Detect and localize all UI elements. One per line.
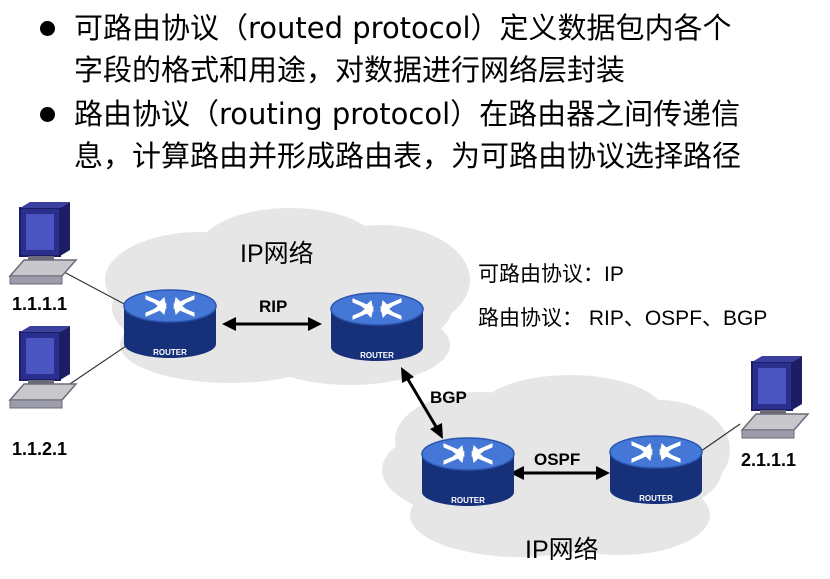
computer-icon: [741, 355, 809, 439]
bullet-text: 路由协议（routing protocol）在路由器之间传递信 息，计算路由并形…: [74, 93, 814, 177]
router-1: ROUTER: [123, 289, 217, 359]
host-label-3: 2.1.1.1: [741, 450, 796, 470]
arrow-bgp: [401, 367, 443, 439]
router-label: ROUTER: [639, 494, 673, 503]
link-label-ospf: OSPF: [534, 450, 580, 469]
bullet-dot-icon: [40, 21, 55, 36]
bullet-line: 息，计算路由并形成路由表，为可路由协议选择路径: [74, 139, 742, 173]
bullet-text: 可路由协议（routed protocol）定义数据包内各个 字段的格式和用途，…: [74, 7, 814, 91]
cloud-bottom-label: IP网络: [525, 536, 599, 564]
computer-icon: [9, 201, 77, 285]
link-host2-router: [63, 341, 133, 389]
router-label: ROUTER: [153, 348, 187, 357]
bullet-line: 路由协议（routing protocol）在路由器之间传递信: [74, 97, 741, 131]
arrow-rip: [222, 317, 322, 331]
routing-protocol-note: 路由协议： RIP、OSPF、BGP: [478, 307, 767, 330]
bullet-dot-icon: [40, 107, 55, 122]
routed-protocol-note: 可路由协议：IP: [478, 263, 624, 286]
computer-icon: [9, 325, 77, 409]
link-host1-router: [63, 271, 129, 307]
router-label: ROUTER: [360, 351, 394, 360]
bullet-line: 字段的格式和用途，对数据进行网络层封装: [74, 53, 626, 87]
cloud-top-label: IP网络: [240, 240, 314, 268]
link-label-bgp: BGP: [430, 388, 467, 407]
arrow-ospf: [510, 466, 610, 480]
bullet-line: 可路由协议（routed protocol）定义数据包内各个: [74, 11, 732, 45]
link-label-rip: RIP: [259, 297, 287, 316]
router-3: ROUTER: [421, 437, 515, 507]
router-4: ROUTER: [609, 435, 703, 505]
router-2: ROUTER: [330, 292, 424, 362]
host-label-2: 1.1.2.1: [12, 439, 67, 459]
host-label-1: 1.1.1.1: [12, 294, 67, 314]
router-label: ROUTER: [451, 496, 485, 505]
